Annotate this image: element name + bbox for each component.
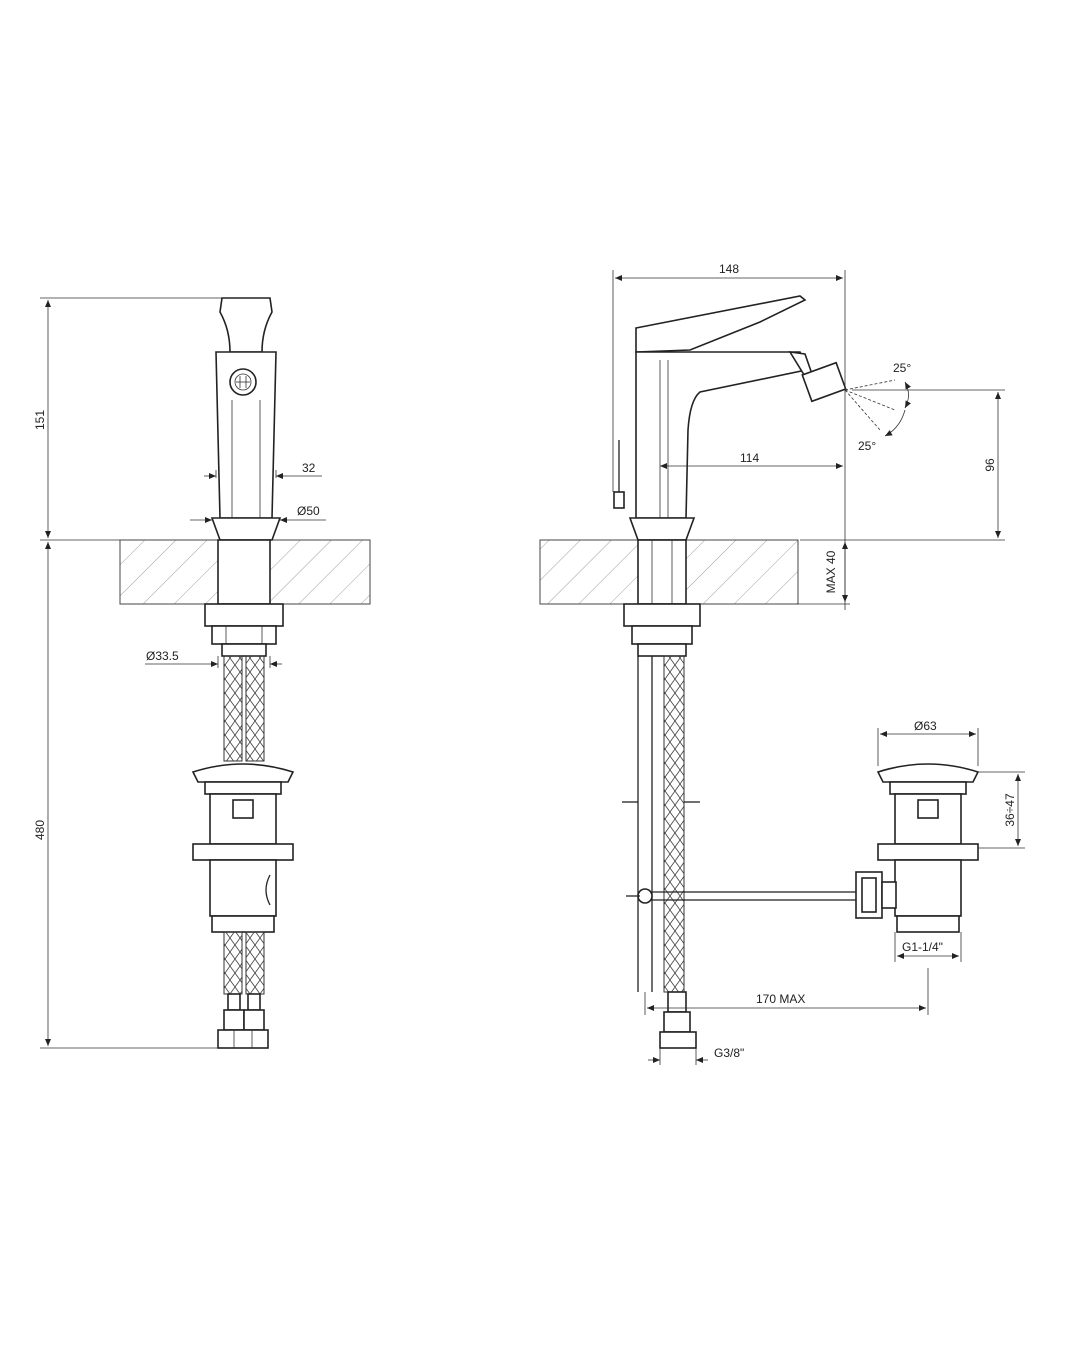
- side-washer: [623, 603, 701, 627]
- front-view: 151 480 32 Ø50 Ø33.5: [33, 297, 371, 1049]
- side-rod-clip: [637, 888, 653, 904]
- dim-body-width: 32: [302, 461, 316, 475]
- front-waste-flange: [192, 843, 294, 861]
- dim-overall-length: 148: [719, 262, 739, 276]
- front-hose-right: [245, 655, 265, 762]
- side-aerator: [801, 361, 847, 403]
- front-hose-left: [223, 655, 243, 762]
- side-waste-flange: [877, 843, 979, 861]
- dim-base-diameter: Ø50: [297, 504, 320, 518]
- side-fitting-nut: [659, 1031, 697, 1049]
- side-waste-cap: [876, 763, 980, 783]
- side-nut: [631, 625, 693, 645]
- front-waste-cap: [191, 763, 295, 783]
- dim-spout-reach: 114: [740, 451, 759, 465]
- front-washer: [204, 603, 284, 627]
- side-base: [628, 517, 696, 541]
- dim-spray-angle-up: 25°: [893, 361, 911, 375]
- dim-waste-thread: G1-1/4": [902, 940, 943, 954]
- dim-hose-thread: G3/8": [714, 1046, 744, 1060]
- front-handle: [219, 297, 273, 353]
- side-lever: [635, 295, 807, 353]
- dim-spray-angle-down: 25°: [858, 439, 876, 453]
- side-view: 148 114 25° 25° 96 MAX 40 Ø63 36÷47: [539, 262, 1025, 1065]
- side-hose: [663, 655, 685, 993]
- dim-waste-diameter: Ø63: [914, 719, 937, 733]
- dim-waste-range: 36÷47: [1003, 793, 1017, 827]
- front-nut: [211, 625, 277, 645]
- dim-deck-thickness: MAX 40: [824, 550, 838, 593]
- front-fitting-nut: [217, 1029, 269, 1049]
- dim-shank-diameter: Ø33.5: [146, 649, 179, 663]
- dim-spout-height: 96: [983, 458, 997, 472]
- dim-rod-length: 170 MAX: [756, 992, 805, 1006]
- dim-height-top: 151: [33, 410, 47, 430]
- side-body: [635, 351, 808, 519]
- front-base: [210, 517, 282, 541]
- dim-height-bottom: 480: [33, 820, 47, 840]
